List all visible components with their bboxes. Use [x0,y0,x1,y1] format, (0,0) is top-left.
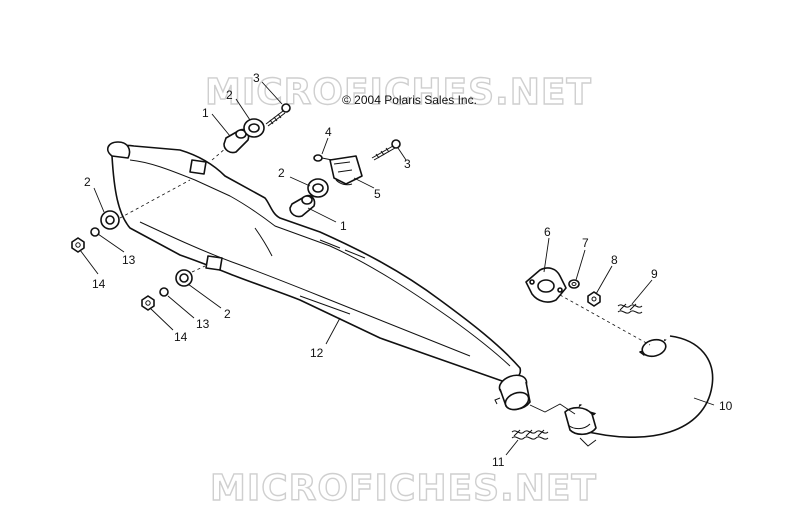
callout-2-top: 2 [226,88,233,102]
callout-14-left: 14 [92,277,106,291]
callout-11: 11 [492,455,505,469]
bracket-part-5 [329,155,363,186]
muffler-part-12 [106,141,531,411]
leader-lines [79,81,715,456]
bushing-part-1-mid [289,194,316,218]
washer-part-7 [568,279,580,289]
callout-1-mid: 1 [340,219,347,233]
nut-part-8 [587,291,601,307]
callout-12: 12 [310,346,324,360]
callout-8: 8 [611,253,618,267]
callout-3-top: 3 [253,71,260,85]
callout-13-left: 13 [122,253,136,267]
callout-7: 7 [582,236,589,250]
callout-5: 5 [374,187,381,201]
callout-2-lower: 2 [224,307,231,321]
nut-part-14-left [71,237,85,253]
callout-6: 6 [544,225,551,239]
callout-9: 9 [651,267,658,281]
head-pipe-part-10 [564,335,714,447]
spring-part-9 [617,303,643,314]
grommet-part-2-top [243,118,265,138]
watermark-bottom: MICROFICHES.NET [210,468,597,509]
washer-part-13-lower [159,287,169,297]
screw-part-4 [313,154,333,162]
callout-10: 10 [719,399,733,413]
callout-2-left: 2 [84,175,91,189]
callout-1-top: 1 [202,106,209,120]
callout-3-right: 3 [404,157,411,171]
grommet-part-2-mid [307,178,329,198]
nut-part-14-lower [141,295,155,311]
grommet-part-2-lower [175,269,193,287]
spring-part-11 [511,429,549,440]
callout-14-lower: 14 [174,330,188,344]
flange-part-6 [525,267,567,303]
grommet-part-2-left [100,210,120,230]
washer-part-13-left [90,227,100,237]
watermark-top: MICROFICHES.NET [205,72,592,113]
bolt-part-3-right [371,139,401,161]
callout-4: 4 [325,125,332,139]
copyright-text: © 2004 Polaris Sales Inc. [342,93,477,107]
callout-labels: 1 2 3 4 3 2 5 1 2 13 14 2 13 14 12 6 7 8… [84,71,733,469]
callout-2-mid: 2 [278,166,285,180]
bolt-part-3-top [265,103,291,127]
callout-13-lower: 13 [196,317,210,331]
